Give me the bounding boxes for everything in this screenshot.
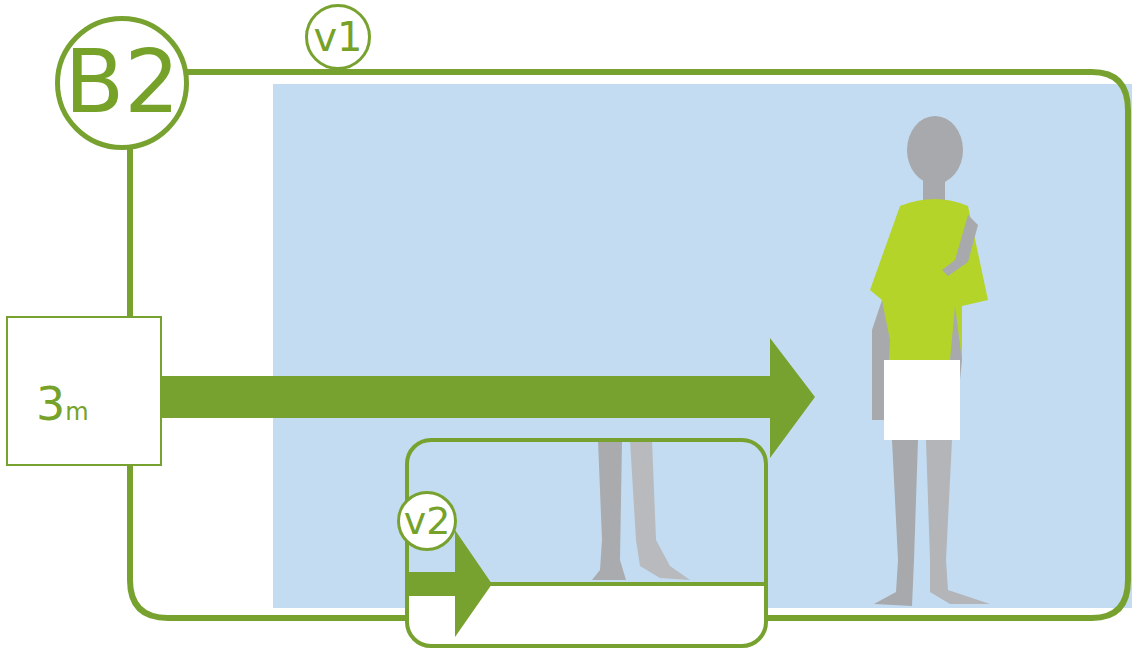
standing-figure bbox=[870, 116, 990, 606]
dimension-label: 3m bbox=[36, 381, 89, 427]
frame-outline bbox=[130, 72, 1128, 618]
callout-label: B2 bbox=[64, 39, 179, 126]
callout-label: v1 bbox=[313, 17, 362, 57]
inset-box bbox=[407, 440, 766, 646]
ground-line bbox=[470, 582, 766, 586]
walking-figure-legs bbox=[592, 440, 690, 580]
speed-circle: v2 bbox=[397, 491, 457, 551]
speed-circle: v1 bbox=[305, 4, 371, 70]
callout-label: v2 bbox=[404, 502, 451, 540]
heading-circle: B2 bbox=[55, 16, 189, 150]
background-panel bbox=[273, 84, 1132, 608]
dimension-box: 3m bbox=[6, 316, 162, 466]
